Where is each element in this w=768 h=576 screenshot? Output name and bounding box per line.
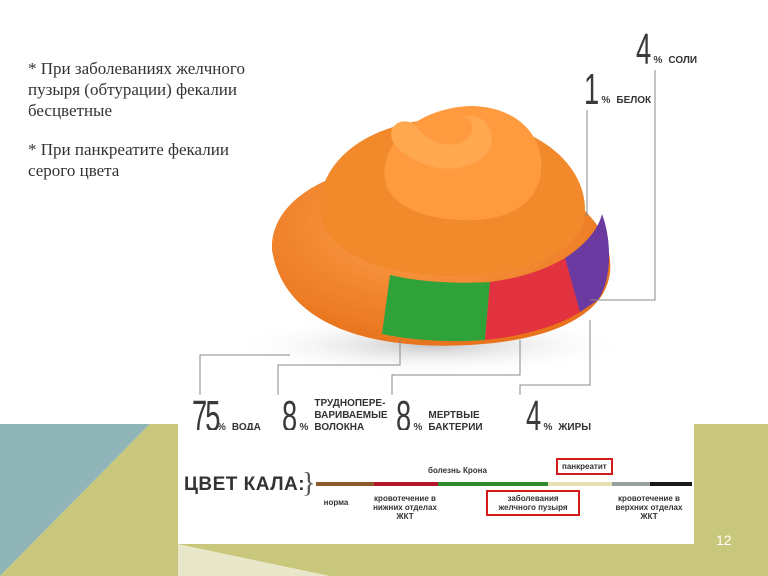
purple-band xyxy=(565,214,610,312)
olive-triangle-left xyxy=(0,424,178,576)
legend-brace: } xyxy=(302,468,316,499)
stat-fats: 4 % ЖИРЫ xyxy=(526,392,592,441)
stat-protein-label: БЕЛОК xyxy=(616,95,652,106)
green-band xyxy=(382,275,490,342)
olive-bottom xyxy=(178,544,694,576)
color-scale xyxy=(316,482,692,486)
note-gallbladder: * При заболеваниях желчного пузыря (обту… xyxy=(28,59,245,120)
stat-protein: 1 % БЕЛОК xyxy=(584,65,652,114)
note-pancreatitis: * При панкреатите фекалии серого цвета xyxy=(28,140,229,180)
stat-bacteria: 8 % МЕРТВЫЕ БАКТЕРИИ xyxy=(396,392,483,441)
stat-bacteria-percent: % xyxy=(413,422,423,433)
stat-water-percent: % xyxy=(216,422,226,433)
stat-fiber-percent: % xyxy=(299,422,309,433)
stat-bacteria-number: 8 xyxy=(396,392,411,441)
stat-salts-number: 4 xyxy=(636,25,651,74)
stat-fats-number: 4 xyxy=(526,392,541,441)
label-crohn: болезнь Крона xyxy=(428,466,487,475)
label-normal: норма xyxy=(323,498,349,507)
stat-fiber: 8 % ТРУДНОПЕРЕ- ВАРИВАЕМЫЕ ВОЛОКНА xyxy=(282,392,388,441)
color-lower-bleeding xyxy=(374,482,438,486)
notes-block: * При заболеваниях желчного пузыря (обту… xyxy=(28,58,258,199)
stat-fiber-number: 8 xyxy=(282,392,297,441)
page-number: 12 xyxy=(716,532,732,548)
stat-water-label: ВОДА xyxy=(231,422,261,433)
red-band xyxy=(485,258,580,340)
color-crohn xyxy=(438,482,548,486)
label-pancreatitis: панкреатит xyxy=(556,458,613,475)
stool-color-legend: ЦВЕТ КАЛА: } болезнь Крона панкреатит но… xyxy=(178,430,694,544)
stat-fats-percent: % xyxy=(543,422,553,433)
color-pancreatitis xyxy=(612,482,650,486)
olive-band-right xyxy=(694,424,768,576)
stat-protein-percent: % xyxy=(601,95,611,106)
color-normal xyxy=(316,482,374,486)
stat-fiber-label: ТРУДНОПЕРЕ- ВАРИВАЕМЫЕ ВОЛОКНА xyxy=(314,398,388,433)
label-lower-bleeding: кровотечение в нижних отделах ЖКТ xyxy=(373,494,437,521)
legend-title: ЦВЕТ КАЛА: xyxy=(184,474,306,495)
color-gallbladder xyxy=(548,482,612,486)
label-gallbladder: заболевания желчного пузыря xyxy=(486,490,580,516)
stat-salts: 4 % СОЛИ xyxy=(636,25,698,74)
tip xyxy=(391,115,492,169)
color-upper-bleeding xyxy=(650,482,692,486)
leader-lines xyxy=(199,70,656,395)
label-upper-bleeding: кровотечение в верхних отделах ЖКТ xyxy=(615,494,683,521)
stat-bacteria-label: МЕРТВЫЕ БАКТЕРИИ xyxy=(428,410,483,433)
stat-salts-percent: % xyxy=(653,55,663,66)
stat-protein-number: 1 xyxy=(584,65,599,114)
white-wedge xyxy=(178,544,330,576)
stat-salts-label: СОЛИ xyxy=(668,55,698,66)
stat-fats-label: ЖИРЫ xyxy=(558,422,592,433)
